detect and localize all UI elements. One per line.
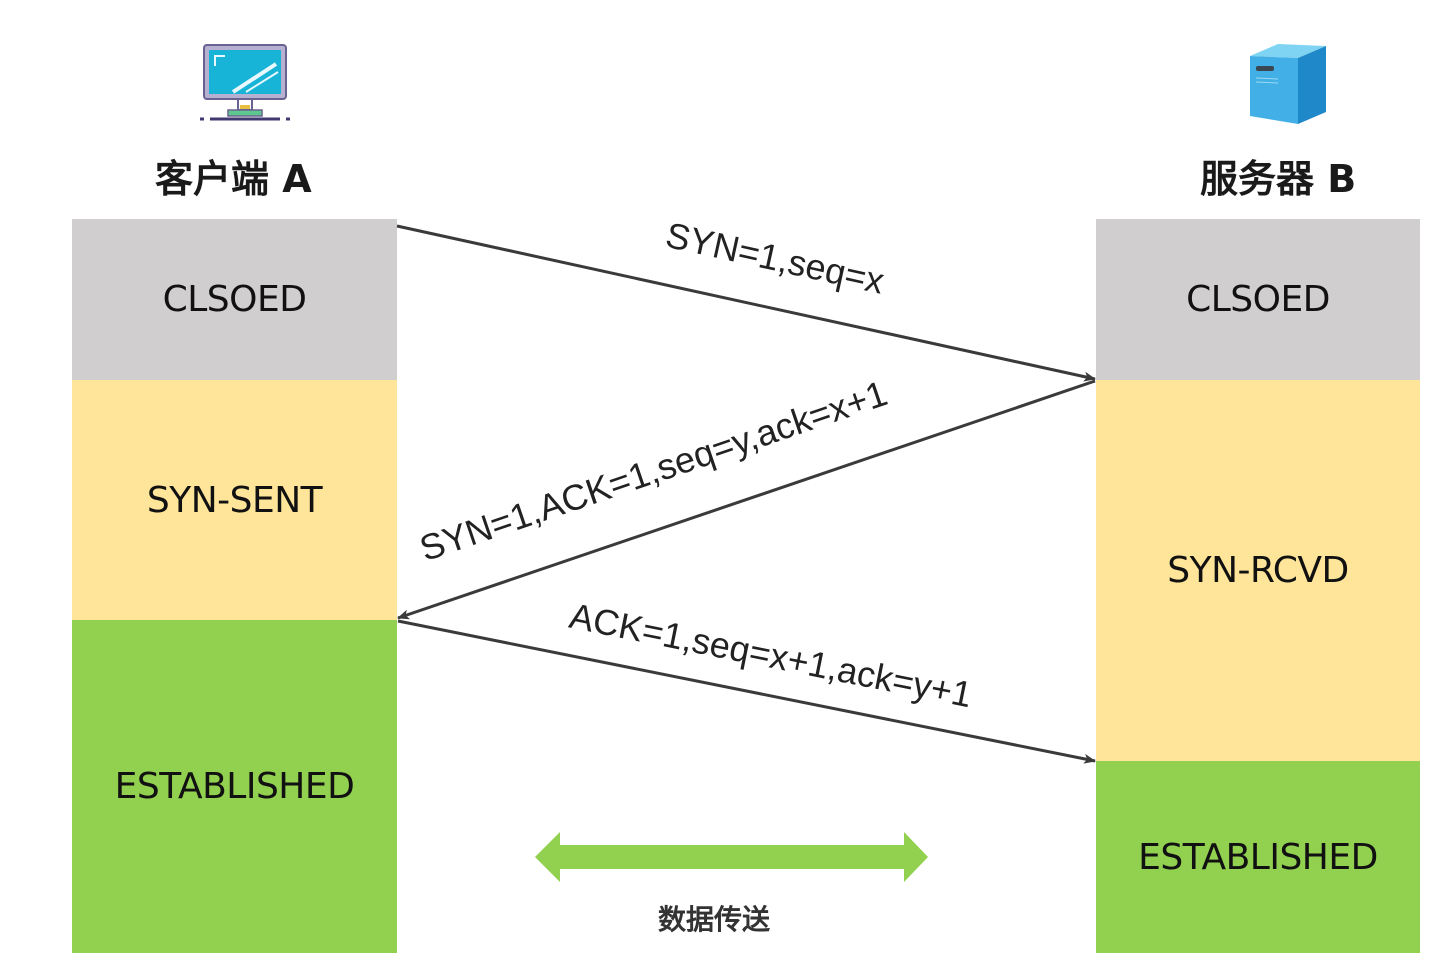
server-state-syn-rcvd-label: SYN-RCVD bbox=[1167, 550, 1349, 591]
client-state-syn-sent-label: SYN-SENT bbox=[146, 479, 323, 521]
client-state-closed-label: CLSOED bbox=[162, 279, 307, 320]
client-label: 客户端 A bbox=[155, 157, 312, 201]
monitor-icon bbox=[198, 42, 292, 124]
ack-arrow bbox=[397, 619, 1096, 764]
server-state-closed: CLSOED bbox=[1096, 219, 1420, 380]
server-icon bbox=[1248, 40, 1328, 126]
syn-ack-arrow bbox=[397, 379, 1096, 620]
server-state-established: ESTABLISHED bbox=[1096, 761, 1420, 953]
client-state-established-label: ESTABLISHED bbox=[114, 766, 355, 807]
server-state-closed-label: CLSOED bbox=[1186, 279, 1330, 320]
syn-arrow bbox=[396, 224, 1096, 382]
server-state-syn-rcvd: SYN-RCVD bbox=[1096, 380, 1420, 761]
data-transfer-label: 数据传送 bbox=[658, 903, 771, 936]
double-arrow-icon bbox=[535, 832, 928, 882]
server-state-established-label: ESTABLISHED bbox=[1138, 836, 1378, 878]
client-state-established: ESTABLISHED bbox=[72, 620, 397, 953]
client-state-syn-sent: SYN-SENT bbox=[72, 380, 397, 620]
server-label: 服务器 B bbox=[1200, 157, 1357, 201]
client-state-closed: CLSOED bbox=[72, 219, 397, 380]
